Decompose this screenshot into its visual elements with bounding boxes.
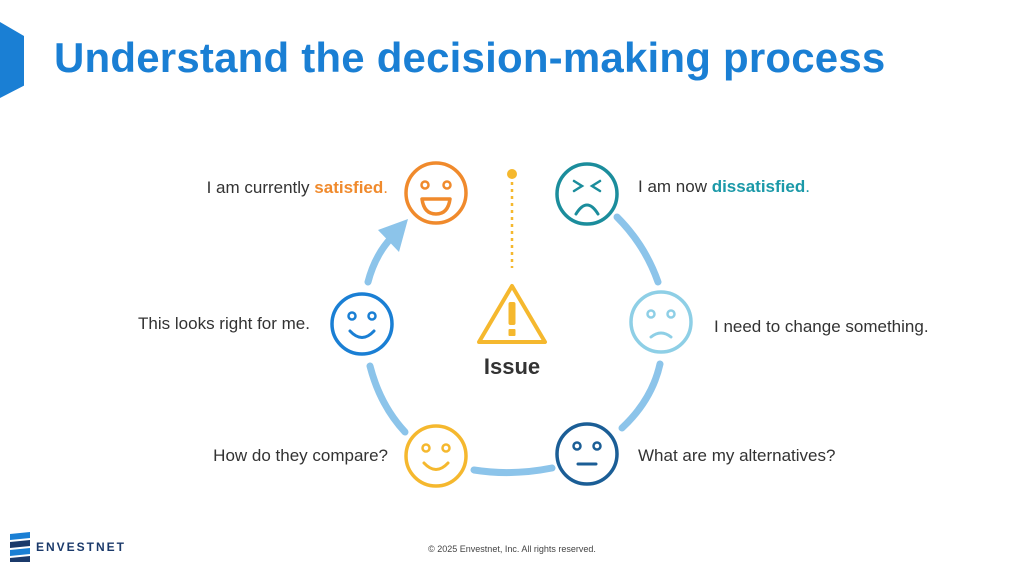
warning-icon xyxy=(477,284,547,344)
ring-arc xyxy=(613,213,662,286)
big-smile-icon xyxy=(404,161,468,225)
ring-arc xyxy=(364,233,396,286)
brand-logo: ENVESTNET xyxy=(10,532,126,562)
step-text: I am currently xyxy=(206,178,315,197)
step-label-compare: How do they compare? xyxy=(213,446,388,466)
frown-squint-icon xyxy=(555,162,619,226)
smile-icon xyxy=(330,292,394,356)
envestnet-logo-icon xyxy=(10,532,30,562)
logo-text: ENVESTNET xyxy=(36,540,127,554)
step-label-alternatives: What are my alternatives? xyxy=(638,446,835,466)
step-label-right: This looks right for me. xyxy=(138,314,310,334)
step-text: This looks right for me. xyxy=(138,314,310,333)
ring-arrowhead xyxy=(378,219,408,252)
step-emphasis: satisfied xyxy=(314,178,384,197)
accent-bar xyxy=(0,36,24,98)
ring-arc xyxy=(366,362,409,436)
smile-icon xyxy=(404,424,468,488)
step-text: How do they compare? xyxy=(213,446,388,465)
step-label-change: I need to change something. xyxy=(714,317,929,337)
ring-arc xyxy=(470,464,556,477)
step-label-dissatisfied: I am now dissatisfied. xyxy=(638,177,810,197)
accent-bar-top xyxy=(0,22,24,36)
slight-frown-icon xyxy=(629,290,693,354)
step-label-satisfied: I am currently satisfied. xyxy=(207,178,388,198)
step-text-end: . xyxy=(383,178,388,197)
step-emphasis: dissatisfied xyxy=(711,177,806,196)
neutral-face-icon xyxy=(555,422,619,486)
step-text: What are my alternatives? xyxy=(638,446,836,465)
step-text-end: . xyxy=(805,177,810,196)
dotted-line-dot xyxy=(507,169,517,179)
center-label: Issue xyxy=(483,354,541,379)
copyright-footer: © 2025 Envestnet, Inc. All rights reserv… xyxy=(428,544,596,554)
ring-arc xyxy=(618,360,664,432)
page-title: Understand the decision-making process xyxy=(54,34,886,81)
step-text: I am now xyxy=(638,177,712,196)
step-text: I need to change something. xyxy=(714,317,929,336)
